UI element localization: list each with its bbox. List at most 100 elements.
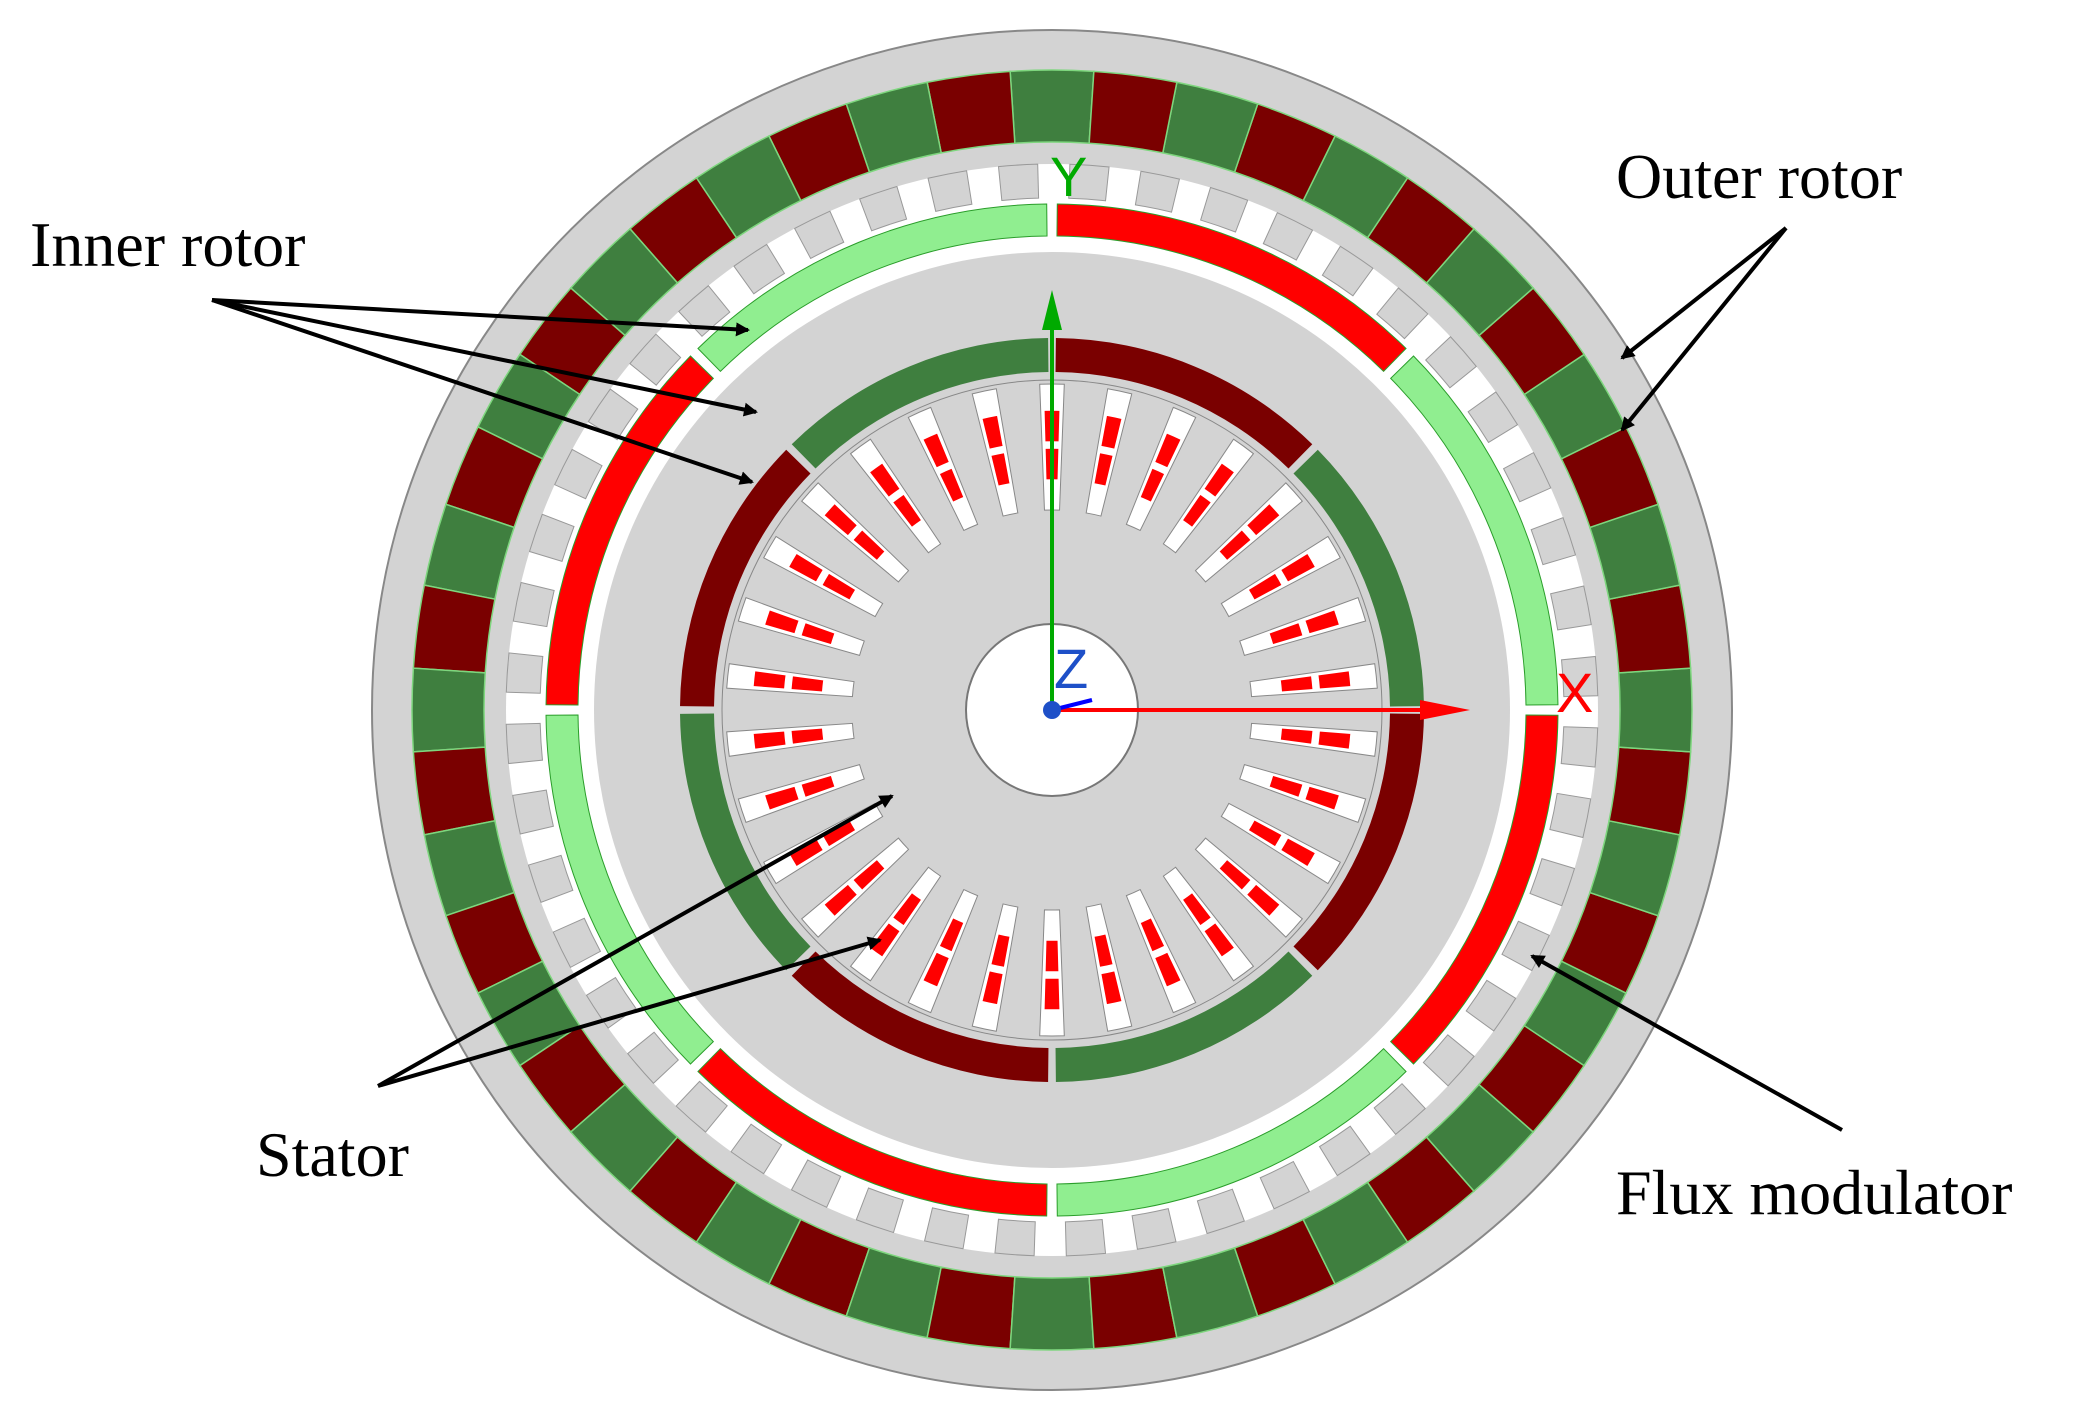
flux-modulator-piece [1422,1034,1475,1087]
annotation-arrows [211,226,1843,1132]
stator-slots [726,383,1378,1037]
flux-modulator-piece [997,163,1040,202]
flux-modulator-piece [1560,726,1599,768]
flux-modulator-piece [1560,655,1599,698]
stator-coil [1245,502,1282,538]
stator-coil [989,451,1012,488]
flux-modulator-piece [1424,336,1478,389]
outer-rotor-magnet [926,70,1016,154]
stator-coil [937,466,966,504]
flux-modulator-piece [730,1123,783,1175]
stator-magnet-arc [1055,951,1313,1082]
stator-coil [1246,571,1284,602]
flux-modulator-piece [505,722,544,765]
stator-coil [937,916,966,954]
stator-magnet-arc [1293,713,1424,971]
inner-rotor-arc [1056,203,1407,373]
flux-modulator-piece [527,854,574,903]
outer-rotor-magnet [412,746,496,836]
stator-magnet-arc [680,713,811,971]
stator-coil [1202,921,1236,959]
flux-modulator-piece [1373,1082,1426,1136]
flux-modulator-piece [1465,979,1517,1032]
flux-modulator-piece [1200,186,1249,233]
stator-coil [1153,431,1183,470]
stator-slot [849,866,942,982]
flux-modulator-piece [1467,391,1519,444]
stator-coil [1153,950,1183,989]
stator-coil [851,528,887,562]
stator-coil [763,784,801,812]
stator-coil [1099,969,1124,1006]
inner-rotor-label: Inner rotor [30,209,305,280]
stator-coil [891,492,923,529]
flux-modulator-piece [1549,792,1592,839]
flux-modulator-piece [733,243,786,295]
stator-slot [1194,837,1304,938]
outer-rotor-arrow-1 [1620,226,1788,360]
stator-coil [763,608,801,636]
stator-arrow-2 [377,936,882,1088]
stator-coil [1279,726,1315,746]
stator-coil [1217,858,1253,892]
flux-modulator-piece [1550,585,1592,631]
flux-modulator-piece [793,210,845,260]
stator-coil [1138,916,1167,954]
flux-modulator-piece [1321,245,1374,297]
stator-coil [1267,621,1305,646]
stator-coil [787,551,825,584]
stator-coil [1246,818,1284,849]
stator-coil [1092,932,1115,969]
stator-coil [1267,774,1305,799]
stator-slot [1162,438,1255,554]
stator-magnet-arc [1293,449,1424,707]
stator-slot [800,482,910,583]
y-axis-arrow [1042,290,1062,330]
stator-coil [1303,784,1341,812]
flux-modulator-piece [1262,212,1314,261]
flux-modulator-piece [1502,451,1552,503]
flux-modulator-piece [927,170,973,212]
stator-slot [1162,866,1255,982]
origin-dot [1043,701,1061,719]
inner-rotor-arrow-2 [211,298,758,417]
stator-coil [789,726,825,746]
outer-rotor-magnet [1617,667,1693,753]
flux-modulator-piece [1318,1125,1371,1177]
stator-coil [989,932,1012,969]
outer-rotor-magnets [411,69,1693,1351]
inner-rotor-arc [697,1047,1048,1217]
inner-rotor-arc [545,355,715,706]
stator-coil [921,431,951,470]
flux-modulator-piece [512,789,554,835]
stator-slot [849,438,942,554]
outer-rotor-magnet [412,584,496,674]
flux-modulator-piece [923,1207,970,1250]
stator-coil [1092,451,1115,488]
stator-coil [1316,669,1352,691]
inner-rotor-arc [1389,355,1559,706]
flux-modulator-piece [587,388,639,441]
flux-modulator-piece [1134,170,1181,213]
flux-modulator-piece [1064,1218,1107,1257]
outer-rotor-magnet [411,667,487,753]
flux-modulator-piece [994,1218,1036,1257]
x-axis-arrow [1420,700,1470,720]
stator-coil [921,950,951,989]
flux-modulator-piece [859,185,908,232]
flux-modulator-label: Flux modulator [1616,1157,2012,1228]
outer-rotor-magnet [1608,746,1692,836]
inner-rotor-arc [1389,714,1559,1065]
flux-modulator-piece [675,1080,728,1133]
flux-modulator-piece [678,284,731,338]
inner-rotor-arrow-3 [211,298,754,485]
outer-rotor-magnet [1088,70,1178,154]
outer-rotor-magnet [1088,1266,1178,1350]
stator-magnet-arcs [680,338,1424,1082]
inner-rotor-arrow-1 [211,298,750,337]
stator-coil [1043,977,1061,1011]
flux-modulator-piece [1131,1208,1177,1250]
flux-modulator-piece [1196,1188,1245,1235]
flux-modulator-piece [629,333,682,386]
